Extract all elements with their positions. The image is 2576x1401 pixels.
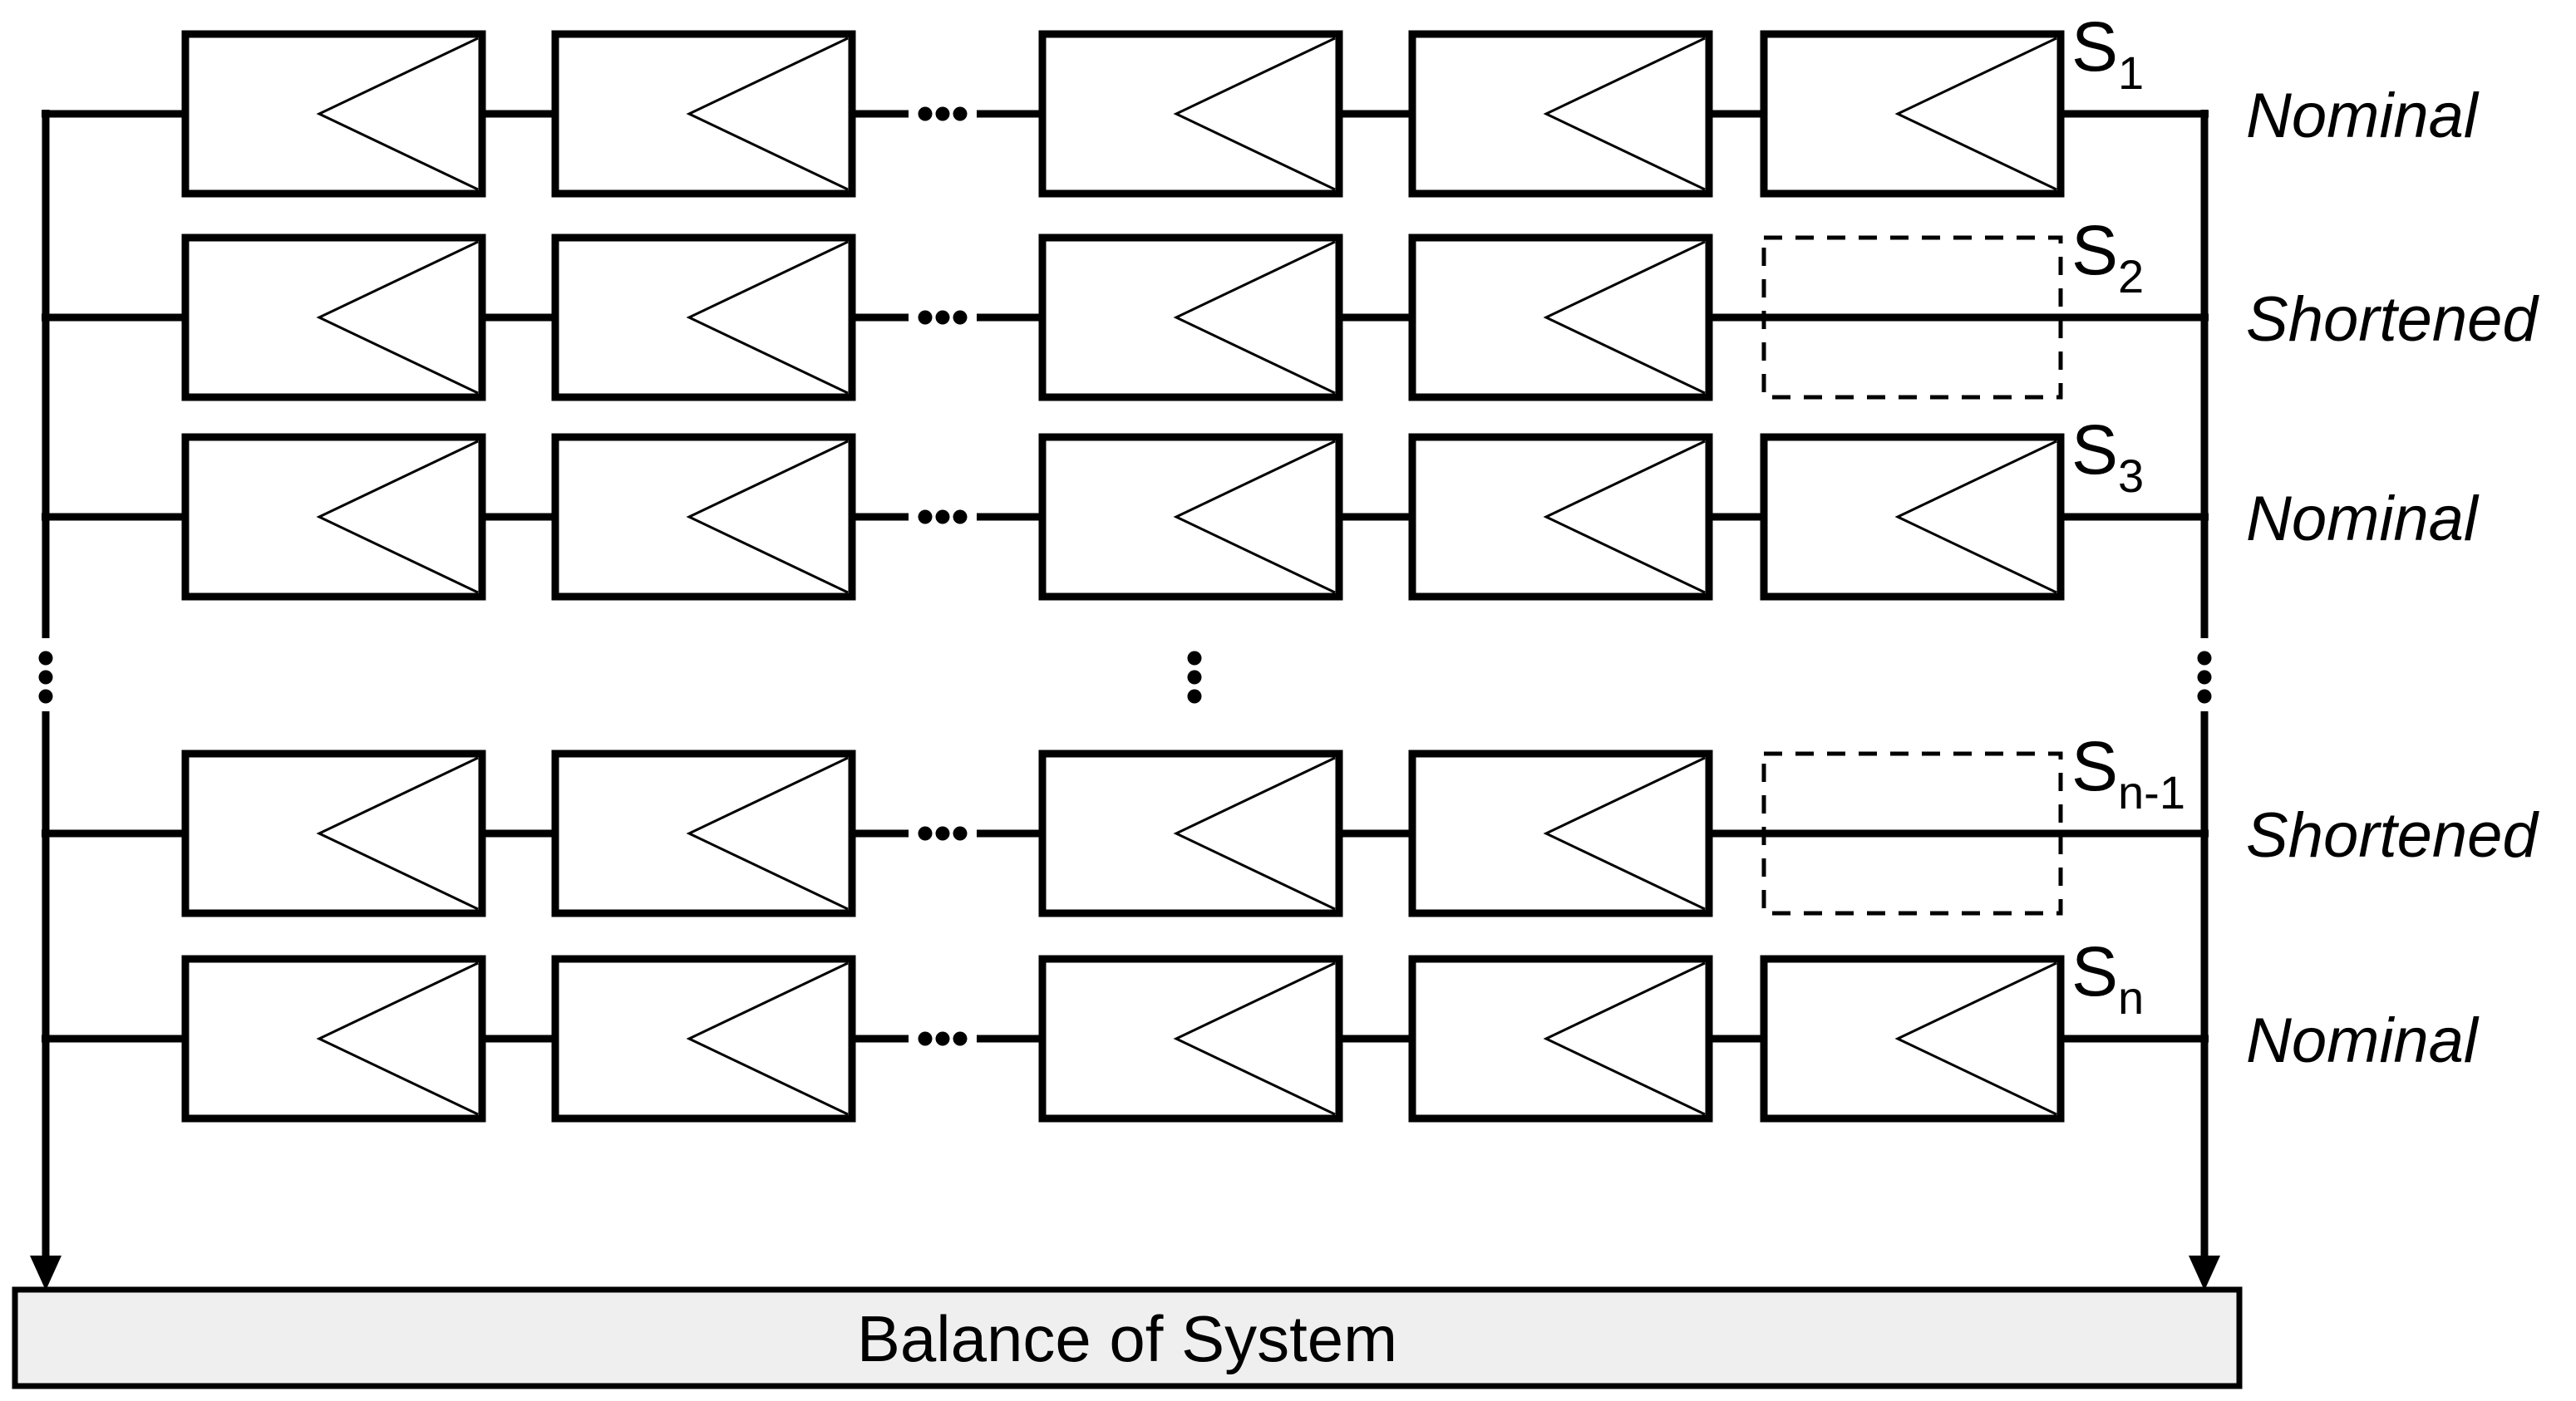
horizontal-ellipsis-icon bbox=[918, 106, 968, 121]
string-row-1 bbox=[42, 34, 2209, 194]
string-status-label: Shortened bbox=[2246, 800, 2539, 871]
vertical-ellipsis-icon bbox=[1187, 651, 1202, 704]
string-row-3 bbox=[42, 437, 2209, 597]
string-status-label: Nominal bbox=[2246, 484, 2480, 554]
string-row-2 bbox=[42, 238, 2209, 397]
string-id-label: S3 bbox=[2071, 410, 2144, 502]
string-row-5 bbox=[42, 959, 2209, 1118]
string-id-label: S2 bbox=[2071, 211, 2144, 302]
string-status-label: Shortened bbox=[2246, 284, 2539, 355]
string-row-4 bbox=[42, 754, 2209, 913]
vertical-ellipsis-icon bbox=[2197, 651, 2212, 704]
balance-of-system-label: Balance of System bbox=[857, 1302, 1397, 1375]
missing-module-dashed-box bbox=[1761, 751, 2063, 916]
down-arrowhead-icon bbox=[30, 1256, 62, 1290]
string-status-label: Nominal bbox=[2246, 1005, 2480, 1076]
horizontal-ellipsis-icon bbox=[918, 1031, 968, 1046]
horizontal-ellipsis-icon bbox=[918, 509, 968, 524]
diagram-linework bbox=[12, 34, 2243, 1389]
missing-module-dashed-box bbox=[1761, 235, 2063, 400]
string-id-label: Sn bbox=[2071, 932, 2144, 1024]
down-arrowhead-icon bbox=[2189, 1256, 2220, 1290]
vertical-ellipsis-icon bbox=[38, 651, 53, 704]
horizontal-ellipsis-icon bbox=[918, 826, 968, 841]
balance-of-system-box bbox=[12, 1286, 2243, 1389]
string-status-label: Nominal bbox=[2246, 81, 2480, 151]
diagram-labels: S1 S2 S3 Sn-1 Sn Nominal Shortened Nomin… bbox=[857, 7, 2540, 1375]
horizontal-ellipsis-icon bbox=[918, 310, 968, 325]
string-id-label: S1 bbox=[2071, 7, 2144, 99]
string-id-label: Sn-1 bbox=[2071, 727, 2185, 818]
